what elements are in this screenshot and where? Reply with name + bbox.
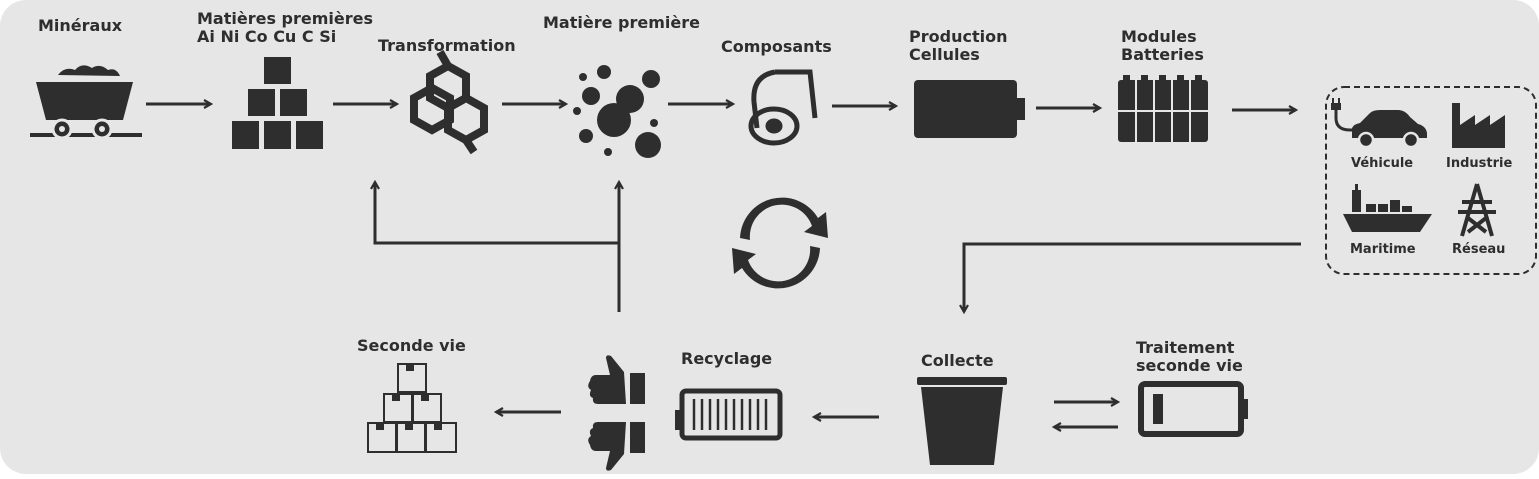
- ship-icon: [1343, 184, 1432, 232]
- foil-roll-icon: [748, 69, 818, 146]
- label-traitement-seconde-vie: seconde vie: [1136, 356, 1243, 375]
- factory-icon: [1452, 103, 1505, 148]
- label-mineraux: Minéraux: [38, 16, 123, 35]
- label-matiere-premiere: Matière première: [543, 13, 700, 32]
- thumbs-down-icon: [588, 422, 645, 471]
- label-vehicule: Véhicule: [1351, 156, 1413, 171]
- label-matieres-premieres: Matières premières: [197, 9, 373, 28]
- label-production: Production: [909, 27, 1007, 46]
- label-recyclage: Recyclage: [681, 349, 772, 368]
- thumbs-up-icon: [588, 355, 645, 404]
- pylon-icon: [1458, 183, 1496, 237]
- battery-recycling-icon: [675, 388, 783, 441]
- arrow-uses-collecte: [964, 242, 1301, 312]
- label-reseau: Réseau: [1452, 242, 1505, 257]
- battery-cell-icon: [914, 80, 1025, 138]
- recycle-cycle-icon: [732, 197, 828, 289]
- label-transformation: Transformation: [378, 36, 516, 55]
- hexagon-molecule-icon: [410, 50, 488, 155]
- label-traitement: Traitement: [1136, 338, 1235, 357]
- label-matieres-elements: Ai Ni Co Cu C Si: [197, 27, 336, 46]
- label-cellules: Cellules: [909, 45, 980, 64]
- box-pyramid-icon: [367, 363, 457, 453]
- arrow-recyclage-transformation: [375, 182, 619, 245]
- label-seconde-vie: Seconde vie: [357, 336, 466, 355]
- label-batteries: Batteries: [1121, 45, 1204, 64]
- bin-icon: [917, 377, 1007, 465]
- label-maritime: Maritime: [1350, 242, 1416, 257]
- battery-low-icon: [1138, 381, 1248, 437]
- car-plug-icon: [1331, 98, 1427, 149]
- mine-cart-icon: [30, 65, 142, 140]
- flow-arrows: [146, 104, 1301, 427]
- label-collecte: Collecte: [921, 351, 994, 370]
- particles-icon: [573, 65, 661, 158]
- battery-modules-icon: [1118, 75, 1208, 142]
- label-industrie: Industrie: [1446, 156, 1512, 171]
- label-modules: Modules: [1121, 27, 1197, 46]
- cube-stack-icon: [232, 57, 323, 149]
- label-composants: Composants: [721, 37, 832, 56]
